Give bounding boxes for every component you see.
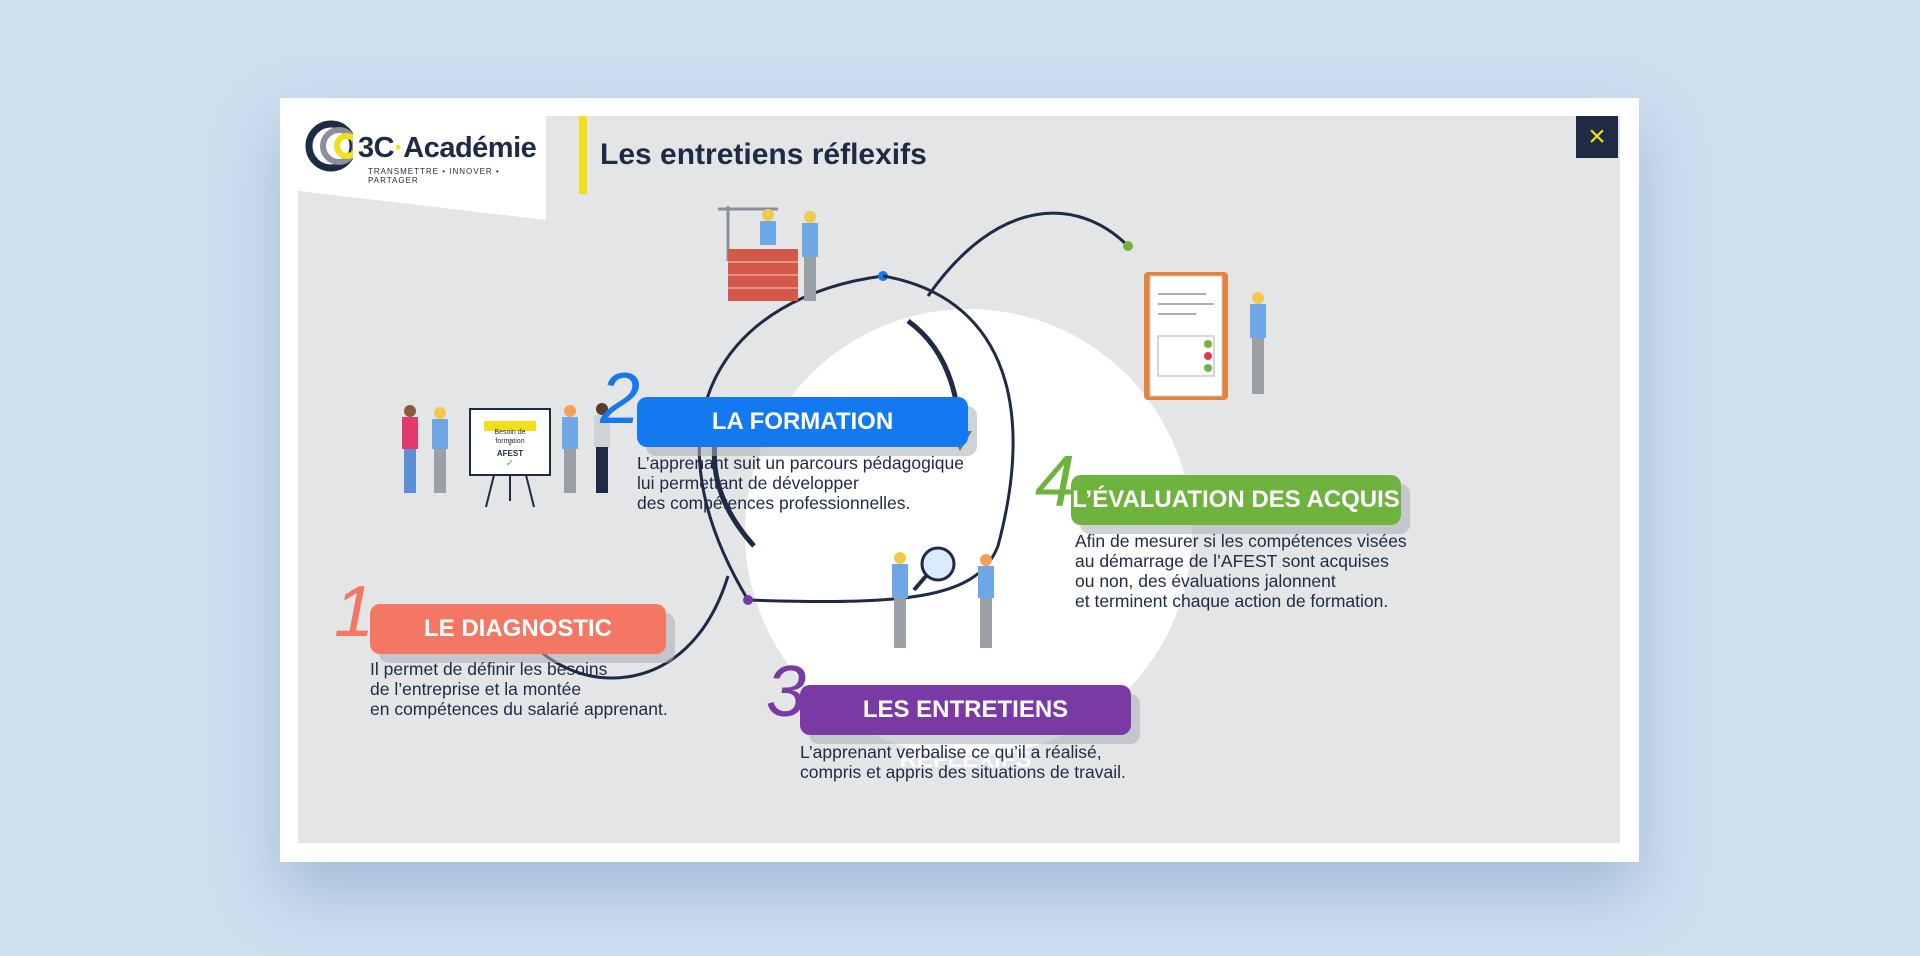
evaluation-illustration	[1144, 272, 1266, 400]
step-4-number: 4	[1035, 442, 1076, 522]
magnifier-icon	[912, 546, 956, 592]
step-3-description: L’apprenant verbalise ce qu’il a réalisé…	[800, 742, 1126, 782]
step-2-number: 2	[600, 359, 641, 439]
flipchart-banner: Besoin de formation	[494, 429, 526, 445]
infographic-stage: 3C·Académie TRANSMETTRE • INNOVER • PART…	[298, 116, 1620, 843]
logo-tagline: TRANSMETTRE • INNOVER • PARTAGER	[368, 167, 500, 185]
flipchart-icon	[469, 408, 551, 508]
step-1-description: Il permet de définir les besoins de l’en…	[370, 659, 668, 719]
diagnostic-illustration	[402, 403, 610, 508]
step-3-label: LES ENTRETIENS RÉFLEXIFS	[800, 685, 1131, 773]
flipchart-label: AFEST	[496, 449, 524, 458]
logo-wordmark: 3C·Académie	[358, 132, 537, 164]
document-binder-icon	[1144, 272, 1228, 400]
logo-rings-icon	[305, 118, 375, 174]
brick-wall-icon	[728, 249, 798, 301]
flipchart-arrow: ↓	[507, 436, 513, 448]
cycle-circle	[745, 309, 1192, 756]
step-1-label: LE DIAGNOSTIC	[370, 604, 666, 654]
formation-illustration	[718, 206, 818, 301]
step-2-description: L’apprenant suit un parcours pédagogique…	[637, 453, 964, 513]
close-button[interactable]: ×	[1576, 116, 1618, 158]
step-1-number: 1	[334, 572, 375, 652]
page-title: Les entretiens réflexifs	[600, 138, 927, 171]
flipchart-check: ✓	[505, 458, 515, 469]
close-icon: ×	[1588, 120, 1606, 153]
title-accent-bar	[579, 116, 587, 194]
step-2-label: LA FORMATION	[637, 397, 968, 447]
step-4-description: Afin de mesurer si les compétences visée…	[1075, 531, 1407, 611]
modal-card: 3C·Académie TRANSMETTRE • INNOVER • PART…	[280, 98, 1639, 862]
entretiens-illustration	[892, 546, 994, 648]
step-4-label: L’ÉVALUATION DES ACQUIS	[1071, 475, 1401, 525]
step-3-number: 3	[766, 652, 807, 732]
